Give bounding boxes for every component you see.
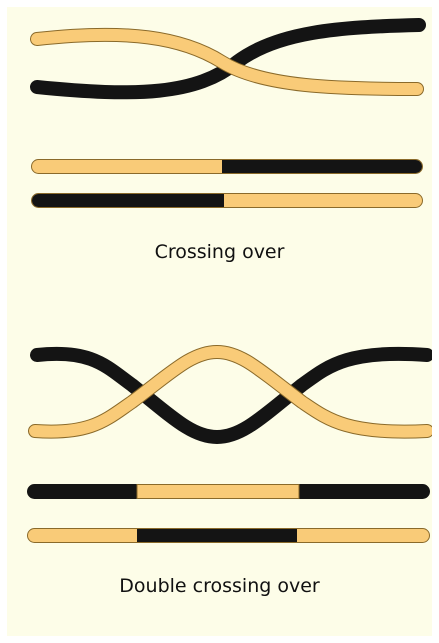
double-crossover-strands	[28, 344, 432, 445]
single-crossover-light-strand	[31, 28, 423, 95]
double-crossover-light-strand	[29, 345, 432, 438]
single-crossover-caption: Crossing over	[154, 241, 285, 263]
double-crossover-result-bar-1	[27, 484, 430, 499]
single-crossover-strands	[30, 18, 426, 100]
single-crossover-result-bar-1	[31, 159, 423, 174]
double-crossover-caption: Double crossing over	[119, 575, 320, 597]
double-crossover-dark-strand	[30, 346, 432, 445]
chromosome-diagram	[27, 18, 432, 543]
single-crossover-result-bar-2	[31, 193, 423, 208]
diagram-canvas: Crossing over Double crossing over	[7, 7, 432, 636]
double-crossover-result-bar-2	[27, 528, 430, 543]
